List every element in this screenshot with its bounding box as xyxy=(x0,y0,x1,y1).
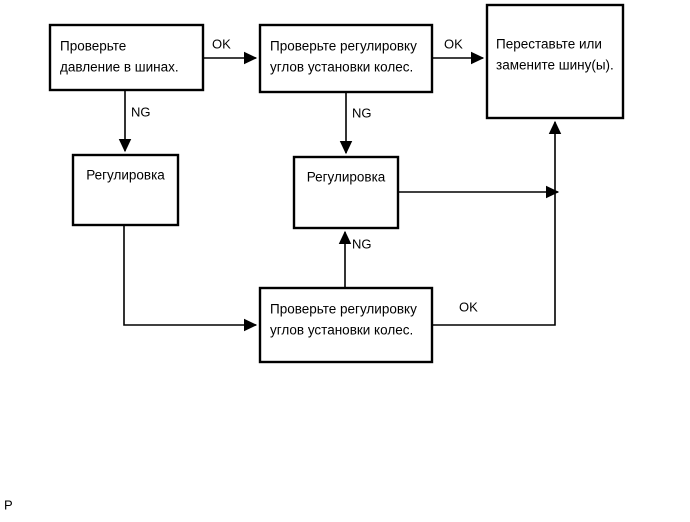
node-check-alignment-top[interactable] xyxy=(258,23,434,94)
edge-label-ok-bottom-replace: OK xyxy=(459,299,478,314)
node-adjust-left-label: Регулировка xyxy=(86,168,165,183)
node-check-pressure-line1: Проверьте xyxy=(60,39,126,54)
node-check-pressure-line2: давление в шинах. xyxy=(60,60,179,75)
edge-label-ng-bottom-adjust: NG xyxy=(352,236,372,251)
node-replace-tires-line2: замените шину(ы). xyxy=(496,58,614,73)
node-adjust-left[interactable] xyxy=(71,153,180,227)
node-check-alignment-bottom-line2: углов установки колес. xyxy=(270,323,413,338)
node-adjust-middle-label: Регулировка xyxy=(307,170,386,185)
node-replace-tires[interactable] xyxy=(485,3,625,120)
node-check-alignment-top-line2: углов установки колес. xyxy=(270,60,413,75)
node-check-pressure[interactable] xyxy=(48,23,205,92)
corner-mark-p: P xyxy=(4,497,13,512)
node-check-alignment-bottom-line1: Проверьте регулировку xyxy=(270,302,417,317)
edge-label-ng-pressure-adjust: NG xyxy=(131,104,151,119)
node-check-alignment-bottom[interactable] xyxy=(258,286,434,364)
node-adjust-middle[interactable] xyxy=(292,155,400,230)
node-replace-tires-line1: Переставьте или xyxy=(496,37,602,52)
edge-label-ok-alignment-replace: OK xyxy=(444,36,463,51)
edge-bottomcheck-to-replace xyxy=(432,120,562,326)
edge-label-ok-pressure-alignment: OK xyxy=(212,36,231,51)
node-check-alignment-top-line1: Проверьте регулировку xyxy=(270,39,417,54)
edge-adjustleft-to-bottomcheck xyxy=(123,225,258,332)
edge-label-ng-alignment-adjust: NG xyxy=(352,105,372,120)
